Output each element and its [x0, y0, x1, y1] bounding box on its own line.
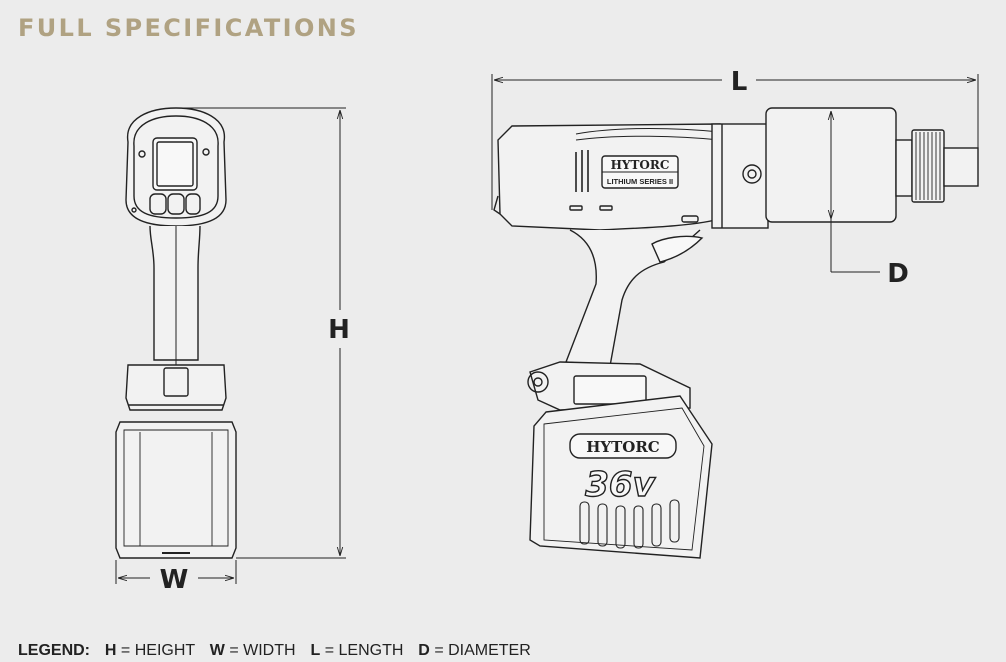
- legend-key: H: [104, 642, 117, 659]
- legend-prefix: LEGEND:: [18, 642, 90, 659]
- front-view-drawing: [115, 107, 237, 559]
- diameter-dimension: [831, 111, 880, 273]
- battery-brand-label: HYTORC: [586, 438, 660, 456]
- brand-logo-text: HYTORC: [611, 158, 670, 172]
- legend-key: L: [310, 642, 321, 659]
- side-view-drawing: [493, 107, 979, 559]
- length-dimension: [491, 74, 979, 210]
- battery-voltage-label: 36v: [585, 465, 656, 505]
- length-label: L: [731, 67, 748, 97]
- legend-text: = WIDTH: [229, 642, 296, 659]
- width-dimension: [115, 560, 237, 584]
- height-dimension: [180, 107, 346, 559]
- page-title: FULL SPECIFICATIONS: [18, 14, 359, 42]
- legend-text: = DIAMETER: [434, 642, 531, 659]
- legend-text: = HEIGHT: [120, 642, 195, 659]
- diameter-label: D: [887, 259, 909, 289]
- legend-key: W: [209, 642, 225, 659]
- width-label: W: [160, 565, 189, 595]
- series-label: LITHIUM SERIES II: [607, 177, 673, 186]
- legend: LEGEND: H = HEIGHT W = WIDTH L = LENGTH …: [18, 642, 531, 660]
- legend-text: = LENGTH: [324, 642, 404, 659]
- legend-key: D: [418, 642, 430, 659]
- height-label: H: [328, 315, 350, 345]
